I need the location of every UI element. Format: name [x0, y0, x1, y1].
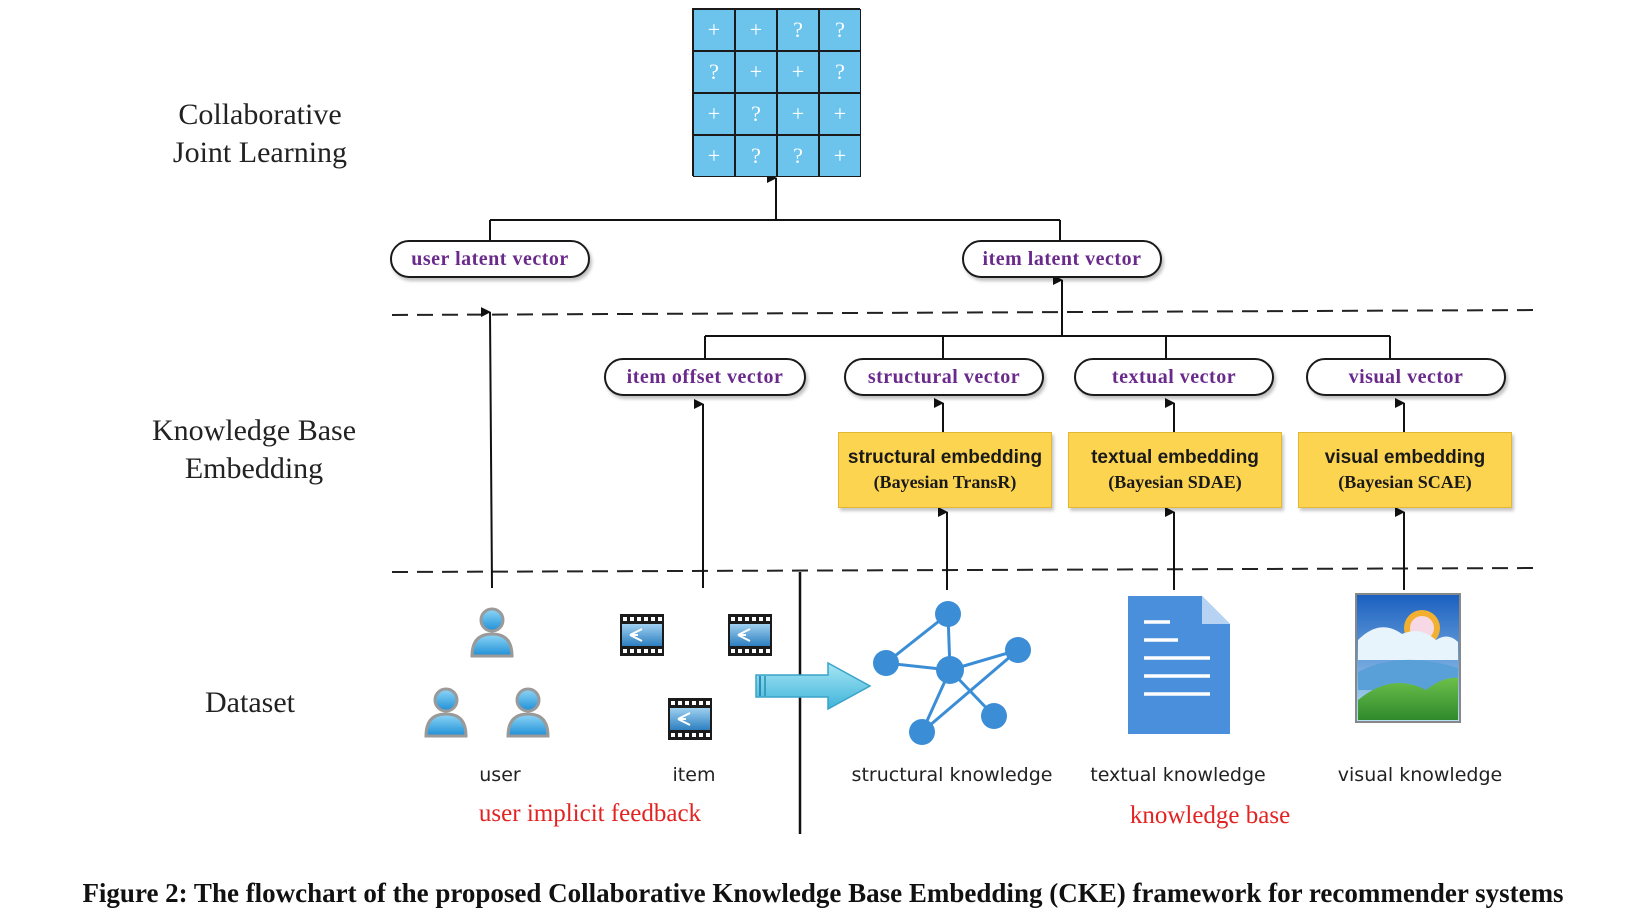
item-offset-vector: item offset vector: [604, 358, 806, 396]
separator-top: [391, 309, 1541, 316]
structural-knowledge-label: structural knowledge: [851, 764, 1053, 786]
matrix-cell: +: [819, 93, 861, 135]
matrix-cell: +: [693, 135, 735, 177]
user-icon: [506, 687, 550, 738]
top-connector: [489, 173, 1061, 240]
embedding-method: (Bayesian TransR): [873, 472, 1017, 492]
matrix-cell: ?: [693, 51, 735, 93]
matrix-cell: +: [777, 93, 819, 135]
matrix-cell: ?: [777, 9, 819, 51]
matrix-cell: +: [693, 93, 735, 135]
user-latent-vector: user latent vector: [390, 240, 590, 278]
structural-embedding-box: structural embedding (Bayesian TransR): [838, 432, 1052, 508]
user-icon: [424, 687, 468, 738]
item-label: item: [672, 764, 716, 786]
layer-label-line: Joint Learning: [172, 136, 348, 169]
matrix-cell: +: [735, 51, 777, 93]
textual-vector: textual vector: [1074, 358, 1274, 396]
matrix-cell: ?: [819, 51, 861, 93]
embedding-title: structural embedding: [847, 447, 1043, 468]
visual-knowledge-label: visual knowledge: [1337, 764, 1503, 786]
embedding-method: (Bayesian SDAE): [1108, 472, 1242, 492]
layer-label-line: Dataset: [205, 686, 295, 719]
figure-caption: Figure 2: The flowchart of the proposed …: [82, 878, 1564, 908]
user-icon: [470, 607, 514, 658]
rating-matrix: + + ? ? ? + + ? + ? + + + ? ? +: [692, 8, 861, 177]
matrix-cell: ?: [735, 135, 777, 177]
embedding-title: textual embedding: [1091, 447, 1259, 468]
layer-label-kbe: Knowledge Base Embedding: [124, 412, 384, 488]
matrix-cell: +: [735, 9, 777, 51]
item-latent-vector: item latent vector: [962, 240, 1162, 278]
layer-label-line: Knowledge Base: [151, 414, 357, 447]
layer-label-line: Collaborative: [178, 98, 342, 131]
matrix-cell: ?: [777, 135, 819, 177]
matrix-cell: +: [819, 135, 861, 177]
separator-bottom: [391, 567, 1541, 573]
embedding-method: (Bayesian SCAE): [1338, 472, 1472, 492]
film-strip-icon: [728, 614, 772, 656]
layer-label-dataset: Dataset: [150, 684, 350, 722]
user-label: user: [479, 764, 521, 786]
document-icon: [1128, 596, 1230, 734]
layer-label-collaborative: Collaborative Joint Learning: [130, 96, 390, 172]
matrix-cell: +: [693, 9, 735, 51]
landscape-image-icon: [1355, 593, 1461, 723]
matrix-cell: ?: [819, 9, 861, 51]
matrix-cell: +: [777, 51, 819, 93]
middle-connector: [704, 275, 1391, 358]
visual-embedding-box: visual embedding (Bayesian SCAE): [1298, 432, 1512, 508]
structural-vector: structural vector: [844, 358, 1044, 396]
film-strip-icon: [620, 614, 664, 656]
textual-knowledge-label: textual knowledge: [1090, 764, 1266, 786]
matrix-cell: ?: [735, 93, 777, 135]
visual-vector: visual vector: [1306, 358, 1506, 396]
embedding-title: visual embedding: [1324, 447, 1486, 468]
textual-embedding-box: textual embedding (Bayesian SDAE): [1068, 432, 1282, 508]
film-strip-icon: [668, 698, 712, 740]
feedback-group-label: user implicit feedback: [478, 800, 702, 827]
knowledge-graph-icon: [873, 601, 1031, 745]
kb-group-label: knowledge base: [1129, 802, 1291, 829]
layer-label-line: Embedding: [184, 452, 324, 485]
arrow-user-to-latent: [480, 307, 493, 589]
right-arrow-icon: [755, 661, 872, 711]
